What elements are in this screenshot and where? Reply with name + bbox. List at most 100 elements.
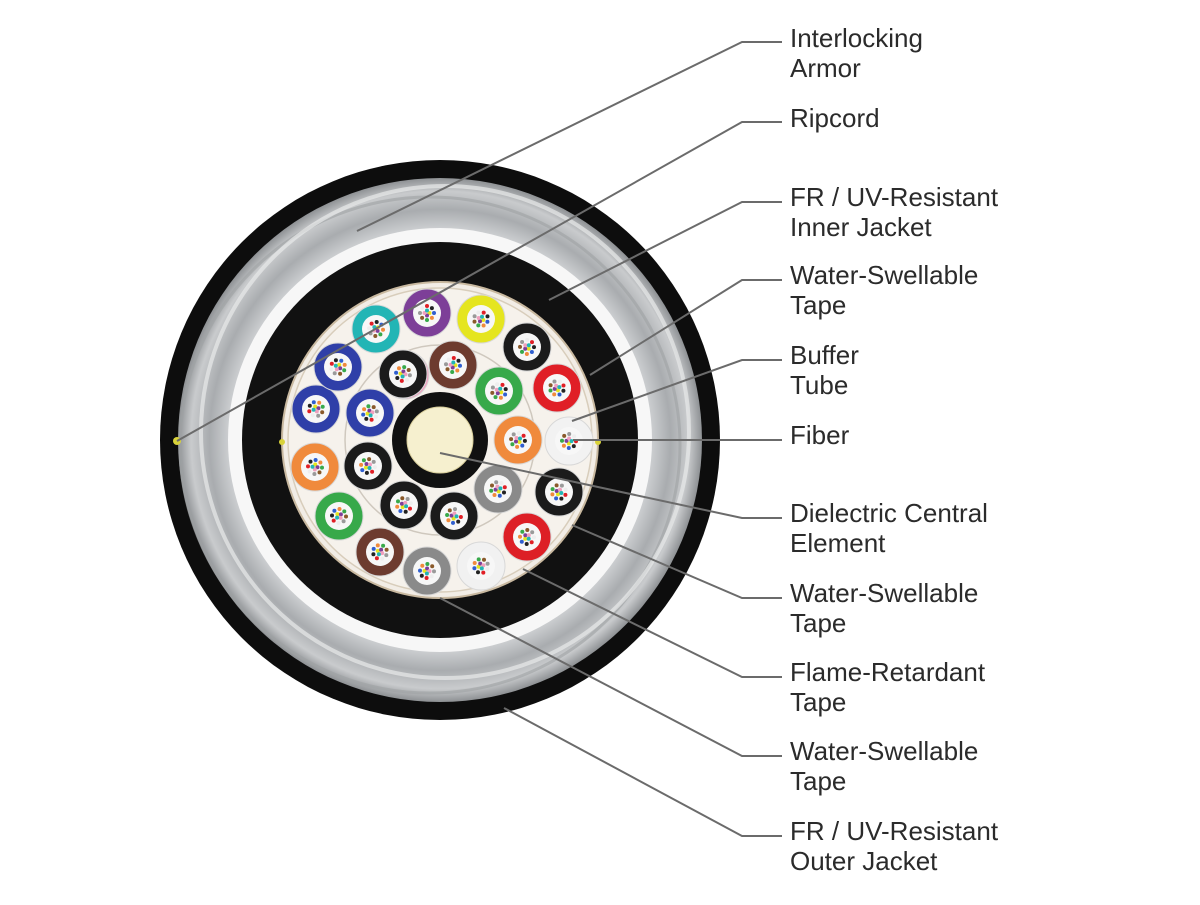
leader-line-flame-retardant-tape [522, 568, 782, 678]
fiber [554, 489, 559, 493]
fiber [373, 334, 378, 338]
fiber [532, 345, 536, 350]
label-inner-jacket: FR / UV-Resistant Inner Jacket [790, 182, 1190, 242]
fiber [316, 413, 321, 418]
fiber [408, 501, 413, 506]
fiber [490, 390, 495, 395]
label-line: Water-Swellable [790, 736, 979, 766]
fiber [370, 469, 375, 474]
fiber [432, 311, 436, 315]
buffer-tube-interior [440, 502, 468, 530]
label-water-swellable-tape-1: Water-Swellable Tape [790, 260, 1190, 320]
fiber [425, 308, 429, 313]
fiber [492, 493, 497, 497]
buffer-tube-interior [555, 427, 583, 455]
fiber [498, 386, 503, 391]
label-ripcord: Ripcord [790, 103, 1190, 133]
buffer-tube-interior [439, 351, 467, 379]
fiber [375, 543, 380, 548]
fiber [307, 409, 312, 414]
fiber [316, 406, 321, 411]
fiber [318, 460, 323, 465]
fiber [493, 395, 498, 400]
fiber [342, 368, 347, 373]
label-line: Tape [790, 687, 847, 717]
label-line: Dielectric Central [790, 498, 988, 528]
fiber [338, 512, 343, 517]
label-line: Water-Swellable [790, 260, 979, 290]
fiber [429, 306, 434, 311]
leader-line-outer-jacket [503, 707, 782, 837]
fiber [371, 405, 376, 410]
fiber [530, 530, 535, 535]
fiber [521, 433, 526, 438]
fiber [374, 556, 379, 561]
fiber [320, 465, 324, 470]
fiber [384, 547, 389, 552]
label-line: Ripcord [790, 103, 880, 133]
fiber [420, 563, 425, 568]
buffer-tube-interior [545, 478, 573, 506]
fiber [344, 514, 348, 519]
fiber [425, 562, 430, 566]
fiber [314, 409, 319, 414]
fiber [320, 404, 325, 409]
fiber [330, 513, 334, 518]
fiber [485, 561, 490, 566]
fiber [425, 318, 429, 322]
fiber [320, 410, 325, 415]
fiber [561, 383, 566, 388]
armor-highlight [178, 195, 682, 695]
fiber [368, 462, 372, 467]
fiber [456, 519, 461, 524]
fiber [476, 310, 481, 315]
fiber [311, 400, 316, 405]
fiber [552, 392, 557, 397]
fiber [406, 368, 411, 372]
fiber [557, 392, 562, 397]
label-flame-retardant-tape: Flame-Retardant Tape [790, 657, 1190, 717]
fiber [554, 496, 559, 501]
fiber [342, 509, 347, 514]
fiber [453, 507, 457, 512]
fiber [360, 468, 365, 473]
label-fiber: Fiber [790, 420, 1190, 450]
fiber [455, 368, 460, 373]
fiber [476, 316, 481, 320]
fiber [376, 552, 381, 557]
fiber [561, 443, 566, 448]
label-line: Outer Jacket [790, 846, 938, 876]
fiber [311, 407, 316, 412]
fiber [394, 370, 399, 375]
fiber [498, 486, 503, 491]
fiber [429, 315, 434, 320]
fiber [398, 509, 403, 513]
label-water-swellable-tape-2: Water-Swellable Tape [790, 578, 1190, 638]
fiber [482, 557, 486, 562]
fiber [395, 504, 400, 509]
fiber [364, 416, 369, 421]
fiber [526, 536, 531, 541]
armor-highlight [199, 184, 691, 680]
leader-line-ripcord [176, 121, 782, 442]
fiber [332, 371, 337, 376]
fiber [403, 372, 408, 377]
fiber [338, 371, 343, 376]
fiber [457, 509, 462, 514]
fiber [395, 376, 400, 380]
fiber [408, 506, 412, 511]
fiber [562, 433, 567, 438]
fiber [523, 346, 528, 351]
buffer-tube-interior [366, 538, 394, 566]
fiber [364, 470, 369, 475]
fiber [384, 553, 389, 558]
fiber [495, 391, 500, 396]
fiber [524, 352, 529, 356]
fiber [550, 492, 555, 497]
fiber [446, 357, 451, 362]
fiber [499, 390, 504, 395]
fiber [523, 536, 528, 541]
buffer-tube-interior [324, 353, 352, 381]
fiber [399, 501, 404, 506]
